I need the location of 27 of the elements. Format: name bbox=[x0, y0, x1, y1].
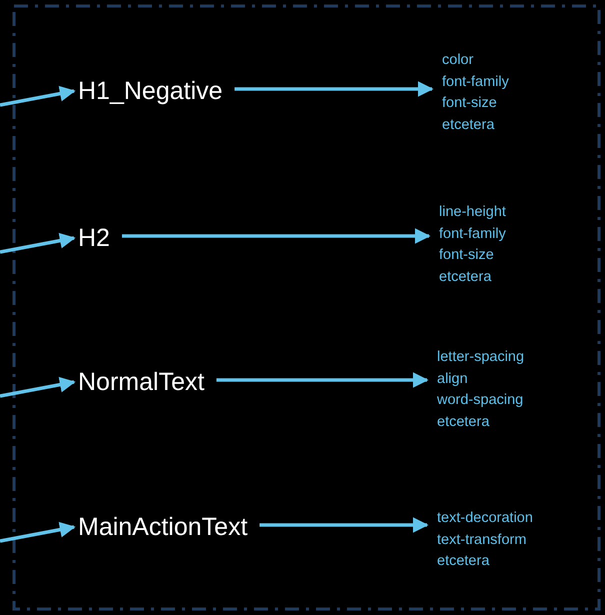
style-name: MainActionText bbox=[78, 512, 248, 542]
property-name: color bbox=[442, 51, 474, 70]
property-name: etcetera bbox=[439, 268, 492, 286]
property-name: etcetera bbox=[437, 552, 490, 571]
arrow bbox=[216, 372, 429, 388]
arrow bbox=[260, 517, 429, 533]
property-name: etcetera bbox=[442, 116, 496, 134]
property-name: font-size bbox=[439, 246, 495, 265]
arrow bbox=[234, 81, 434, 97]
property-name: letter-spacing bbox=[437, 348, 524, 367]
arrow bbox=[0, 376, 76, 398]
property-name: line-height bbox=[439, 203, 506, 222]
property-name: etcetera bbox=[437, 412, 490, 432]
property-name: text-transform bbox=[437, 530, 528, 550]
arrow bbox=[0, 522, 76, 543]
style-name: NormalText bbox=[78, 367, 204, 397]
arrow bbox=[122, 228, 431, 244]
property-name: font-size bbox=[442, 94, 498, 113]
style-name: H1_Negative bbox=[78, 76, 223, 106]
style-name: H2 bbox=[78, 223, 110, 253]
property-name: font-family bbox=[439, 224, 506, 244]
property-name: word-spacing bbox=[437, 391, 524, 410]
property-name: font-family bbox=[442, 72, 509, 92]
property-name: align bbox=[437, 370, 469, 388]
arrow bbox=[0, 232, 76, 254]
property-name: text-decoration bbox=[437, 509, 533, 528]
arrow bbox=[0, 86, 76, 107]
